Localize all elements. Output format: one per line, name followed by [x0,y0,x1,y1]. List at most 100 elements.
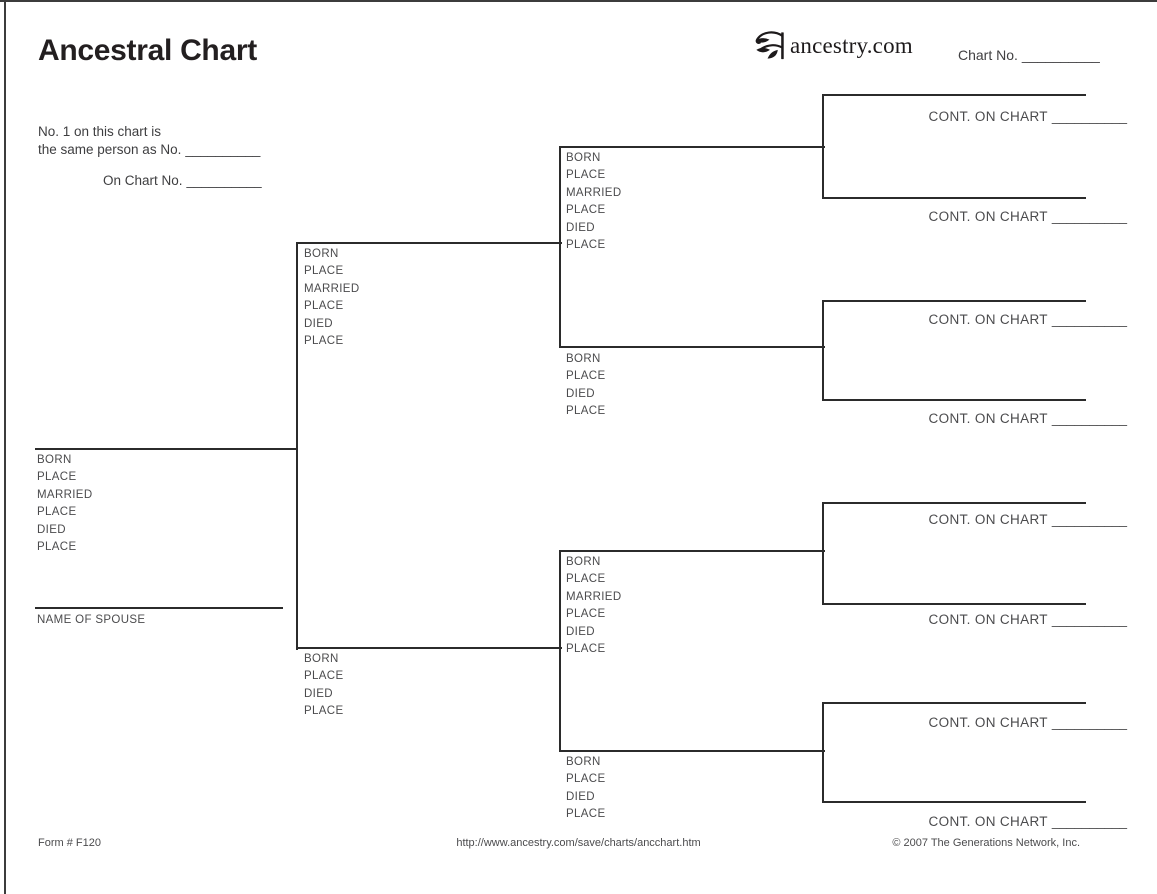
field-label: PLACE [566,239,606,252]
form-url: http://www.ancestry.com/save/charts/ancc… [456,837,701,849]
field-label: PLACE [304,670,344,683]
reference-line-3: On Chart No.__________ [38,172,262,190]
field-label: PLACE [566,169,606,182]
field-label: BORN [304,248,339,260]
reference-line-1: No. 1 on this chart is [38,124,162,139]
field-label: BORN [566,756,601,768]
field-label: DIED [566,221,595,234]
person-5-name-line [559,346,825,348]
gen-4-bracket-4 [822,702,824,803]
person-8-name-line [822,94,1086,96]
cont-on-chart-blank: __________ [1051,612,1127,627]
reference-line-3-label: On Chart No. [103,173,183,188]
cont-on-chart-blank: __________ [1051,814,1127,829]
field-label: PLACE [304,335,344,348]
person-11-name-line [822,399,1086,401]
reference-line-2-label: the same person as No. [38,142,182,157]
field-label: PLACE [566,405,606,418]
field-label: MARRIED [304,282,360,295]
gen-3-connector-top-line [559,146,561,348]
cont-on-chart-blank: __________ [1051,109,1127,124]
field-label: DIED [304,317,333,330]
field-label: PLACE [566,643,606,656]
field-label: DIED [304,687,333,700]
reference-note: No. 1 on this chart is the same person a… [38,123,262,190]
field-label: BORN [37,454,72,466]
person-9-name-line [822,197,1086,199]
ancestry-logo-text: ancestry.com [790,32,913,58]
cont-on-chart-9: CONT. ON CHART__________ [929,209,1128,224]
cont-on-chart-blank: __________ [1051,512,1127,527]
cont-on-chart-blank: __________ [1051,312,1127,327]
field-label: MARRIED [566,186,622,199]
field-label: BORN [566,152,601,164]
cont-on-chart-text: CONT. ON CHART [928,612,1048,627]
reference-line-2-blank: __________ [185,142,261,157]
field-label: BORN [566,556,601,568]
cont-on-chart-text: CONT. ON CHART [928,411,1048,426]
person-4-name-line [559,146,825,148]
field-label: MARRIED [566,590,622,603]
person-3-name-line [296,647,562,649]
cont-on-chart-8: CONT. ON CHART__________ [929,109,1128,124]
page-border-left [4,0,6,894]
field-label: MARRIED [37,488,93,501]
spouse-name-label: NAME OF SPOUSE [37,614,146,626]
cont-on-chart-text: CONT. ON CHART [928,312,1048,327]
person-6-name-line [559,550,825,552]
field-label: BORN [304,653,339,665]
ancestry-leaf-icon [755,31,784,60]
person-7-name-line [559,750,825,752]
person-3-fields: BORN PLACE DIED PLACE [304,651,343,721]
person-1-name-line [35,448,297,450]
cont-on-chart-15: CONT. ON CHART__________ [929,814,1128,829]
page-title: Ancestral Chart [38,34,257,67]
gen-4-bracket-2 [822,300,824,401]
cont-on-chart-text: CONT. ON CHART [928,814,1048,829]
cont-on-chart-blank: __________ [1051,209,1127,224]
field-label: DIED [566,625,595,638]
person-14-name-line [822,702,1086,704]
person-13-name-line [822,603,1086,605]
cont-on-chart-text: CONT. ON CHART [928,109,1048,124]
person-12-name-line [822,502,1086,504]
chart-no-label: Chart No. [958,47,1018,63]
cont-on-chart-text: CONT. ON CHART [928,715,1048,730]
cont-on-chart-blank: __________ [1051,411,1127,426]
field-label: PLACE [37,506,77,519]
field-label: DIED [37,523,66,536]
person-1-fields: BORN PLACE MARRIED PLACE DIED PLACE [37,452,92,556]
field-label: PLACE [37,471,77,484]
cont-on-chart-12: CONT. ON CHART__________ [929,512,1128,527]
person-4-fields: BORN PLACE MARRIED PLACE DIED PLACE [566,150,621,254]
field-label: PLACE [304,705,344,718]
person-2-name-line [296,242,562,244]
field-label: DIED [566,387,595,400]
ancestry-logo: ancestry.com [751,27,913,64]
field-label: PLACE [566,808,606,821]
copyright-notice: © 2007 The Generations Network, Inc. [892,837,1080,849]
page-border-top [0,0,1157,2]
gen-4-bracket-3 [822,502,824,605]
form-number: Form # F120 [38,837,101,849]
cont-on-chart-10: CONT. ON CHART__________ [929,312,1128,327]
gen-3-connector-bottom-line [559,550,561,752]
cont-on-chart-text: CONT. ON CHART [928,209,1048,224]
person-10-name-line [822,300,1086,302]
reference-line-3-blank: __________ [186,173,262,188]
cont-on-chart-text: CONT. ON CHART [928,512,1048,527]
field-label: PLACE [566,573,606,586]
cont-on-chart-13: CONT. ON CHART__________ [929,612,1128,627]
field-label: PLACE [566,773,606,786]
field-label: PLACE [304,300,344,313]
field-label: PLACE [566,204,606,217]
cont-on-chart-14: CONT. ON CHART__________ [929,715,1128,730]
gen-2-connector-line [296,242,298,650]
chart-no-field: Chart No.__________ [958,47,1100,63]
field-label: PLACE [37,541,77,554]
